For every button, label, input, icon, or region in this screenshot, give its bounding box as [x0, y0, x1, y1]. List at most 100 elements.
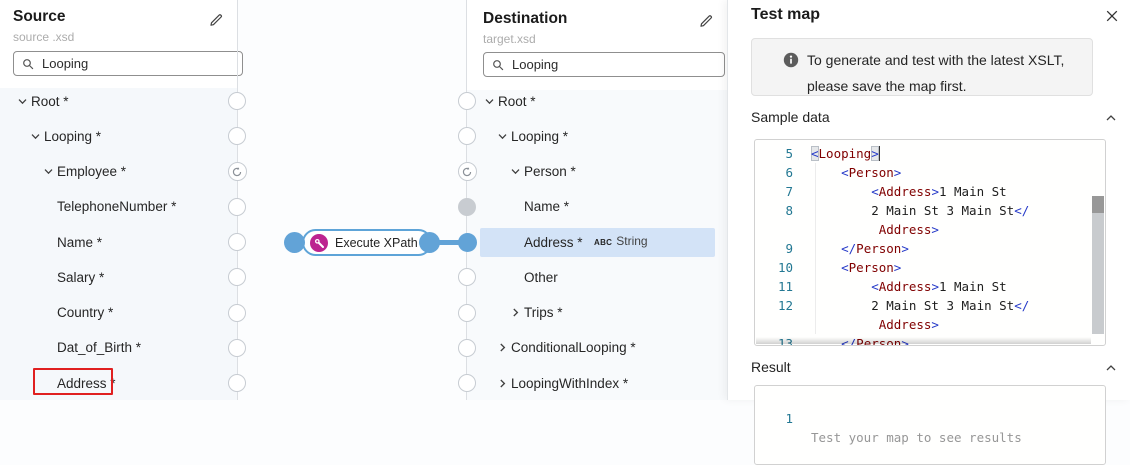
node-label: Root *	[498, 93, 536, 109]
source-node-handle[interactable]	[228, 268, 246, 287]
node-label: TelephoneNumber *	[57, 199, 177, 215]
code-line: 13 </Person>	[755, 334, 1105, 345]
code-line: 8 2 Main St 3 Main St</	[755, 201, 1105, 220]
destination-tree-row[interactable]: Root *	[467, 87, 727, 115]
close-icon[interactable]	[1104, 7, 1122, 25]
node-label: Trips *	[524, 305, 563, 320]
destination-node-handle-loop[interactable]	[457, 162, 477, 181]
destination-search-box	[483, 52, 725, 77]
chevron-down-icon[interactable]	[509, 166, 521, 178]
node-label: Name *	[57, 234, 103, 250]
execute-xpath-function-node[interactable]: Execute XPath	[302, 229, 432, 256]
line-number: 11	[777, 279, 793, 294]
function-input-handle[interactable]	[284, 232, 305, 253]
source-node-handle-loop[interactable]	[227, 162, 247, 181]
chevron-down-icon[interactable]	[42, 166, 54, 178]
source-node-handle[interactable]	[228, 127, 246, 146]
destination-node-handle[interactable]	[458, 374, 476, 392]
edit-source-button[interactable]	[208, 11, 226, 29]
editor-scrollbar[interactable]	[1092, 196, 1104, 334]
destination-tree-row[interactable]: LoopingWithIndex *	[467, 369, 727, 397]
destination-tree-row[interactable]: Trips *	[467, 299, 727, 327]
chevron-right-icon[interactable]	[496, 377, 508, 389]
sample-data-section-label: Sample data	[751, 109, 830, 125]
info-message-box: To generate and test with the latest XSL…	[751, 38, 1093, 96]
node-label: Other	[524, 269, 558, 285]
source-tree-row[interactable]: TelephoneNumber *	[0, 193, 237, 221]
source-tree-row[interactable]: Salary *	[0, 263, 237, 291]
chevron-right-icon[interactable]	[509, 307, 521, 319]
code-line: 5<Looping>	[755, 144, 1105, 163]
source-node-handle[interactable]	[228, 197, 246, 216]
connection-edge[interactable]	[429, 240, 467, 245]
sample-data-editor[interactable]: 5<Looping>6 <Person>7 <Address>1 Main St…	[754, 139, 1106, 346]
destination-search-input[interactable]	[510, 56, 716, 73]
result-section-label: Result	[751, 359, 791, 375]
result-editor[interactable]: 1 Test your map to see results	[754, 385, 1106, 465]
destination-panel-title: Destination	[483, 10, 568, 27]
line-number: 5	[785, 146, 793, 161]
source-node-handle[interactable]	[228, 338, 246, 357]
node-label: LoopingWithIndex *	[511, 375, 629, 391]
destination-tree-row[interactable]: Address *	[467, 228, 727, 256]
destination-tree-row[interactable]: Other	[467, 263, 727, 291]
destination-schema-panel: Destination target.xsd Root * Looping * Pe…	[467, 0, 727, 400]
chevron-up-icon[interactable]	[1104, 110, 1120, 126]
editor-bottom-shadow	[756, 337, 1091, 344]
source-tree-row[interactable]: Name *	[0, 228, 237, 256]
selected-row-highlight	[480, 227, 715, 257]
chevron-down-icon[interactable]	[29, 130, 41, 142]
chevron-down-icon[interactable]	[496, 130, 508, 142]
destination-tree-row[interactable]: Person *	[467, 158, 727, 186]
source-tree-row[interactable]: Address *	[0, 369, 237, 397]
chevron-right-icon[interactable]	[496, 342, 508, 354]
test-map-panel: Test map To generate and test with the l…	[727, 0, 1130, 465]
destination-tree-row[interactable]: Looping *	[467, 122, 727, 150]
function-node-label: Execute XPath	[335, 235, 418, 250]
destination-tree-row[interactable]: ConditionalLooping *	[467, 334, 727, 362]
code-line: 9 </Person>	[755, 239, 1105, 258]
code-line: Address>	[878, 317, 939, 332]
destination-node-handle[interactable]	[457, 233, 477, 252]
destination-node-handle[interactable]	[458, 268, 476, 287]
source-node-handle[interactable]	[228, 303, 246, 322]
result-line-number: 1	[785, 411, 793, 426]
source-tree-row[interactable]: Employee *	[0, 158, 237, 186]
edit-destination-button[interactable]	[698, 12, 716, 30]
chevron-up-icon[interactable]	[1104, 360, 1120, 376]
chevron-down-icon[interactable]	[16, 95, 28, 107]
destination-tree-row[interactable]: Name *	[467, 193, 727, 221]
node-label: Dat_of_Birth *	[57, 340, 142, 356]
code-line: 12 2 Main St 3 Main St</	[755, 296, 1105, 315]
node-label: Looping *	[44, 128, 102, 144]
destination-node-handle[interactable]	[458, 127, 476, 146]
source-tree-row[interactable]: Root *	[0, 87, 237, 115]
pencil-icon	[698, 13, 716, 29]
source-node-handle[interactable]	[228, 92, 246, 110]
destination-file-name: target.xsd	[483, 32, 536, 46]
source-search-input[interactable]	[40, 55, 234, 72]
destination-node-handle[interactable]	[458, 338, 476, 357]
line-number: 10	[777, 260, 793, 275]
destination-node-handle[interactable]	[458, 303, 476, 322]
source-tree-background	[0, 88, 237, 400]
line-number: 12	[777, 298, 793, 313]
editor-scrollbar-marker	[1092, 196, 1104, 213]
search-icon	[22, 58, 34, 70]
destination-node-handle[interactable]	[458, 197, 476, 216]
source-node-handle[interactable]	[228, 233, 246, 251]
source-tree-row[interactable]: Looping *	[0, 122, 237, 150]
node-label: Looping *	[511, 128, 569, 144]
source-tree-row[interactable]: Country *	[0, 299, 237, 327]
destination-node-handle[interactable]	[458, 92, 476, 110]
source-node-handle[interactable]	[228, 374, 246, 392]
source-file-name: source .xsd	[13, 30, 75, 44]
code-line: 7 <Address>1 Main St	[755, 182, 1105, 201]
source-tree-row[interactable]: Dat_of_Birth *	[0, 334, 237, 362]
line-number: 8	[785, 203, 793, 218]
info-message-text: To generate and test with the latest XSL…	[807, 52, 1065, 94]
code-line: Address>	[878, 222, 939, 237]
function-output-handle[interactable]	[419, 232, 440, 253]
chevron-down-icon[interactable]	[483, 95, 495, 107]
